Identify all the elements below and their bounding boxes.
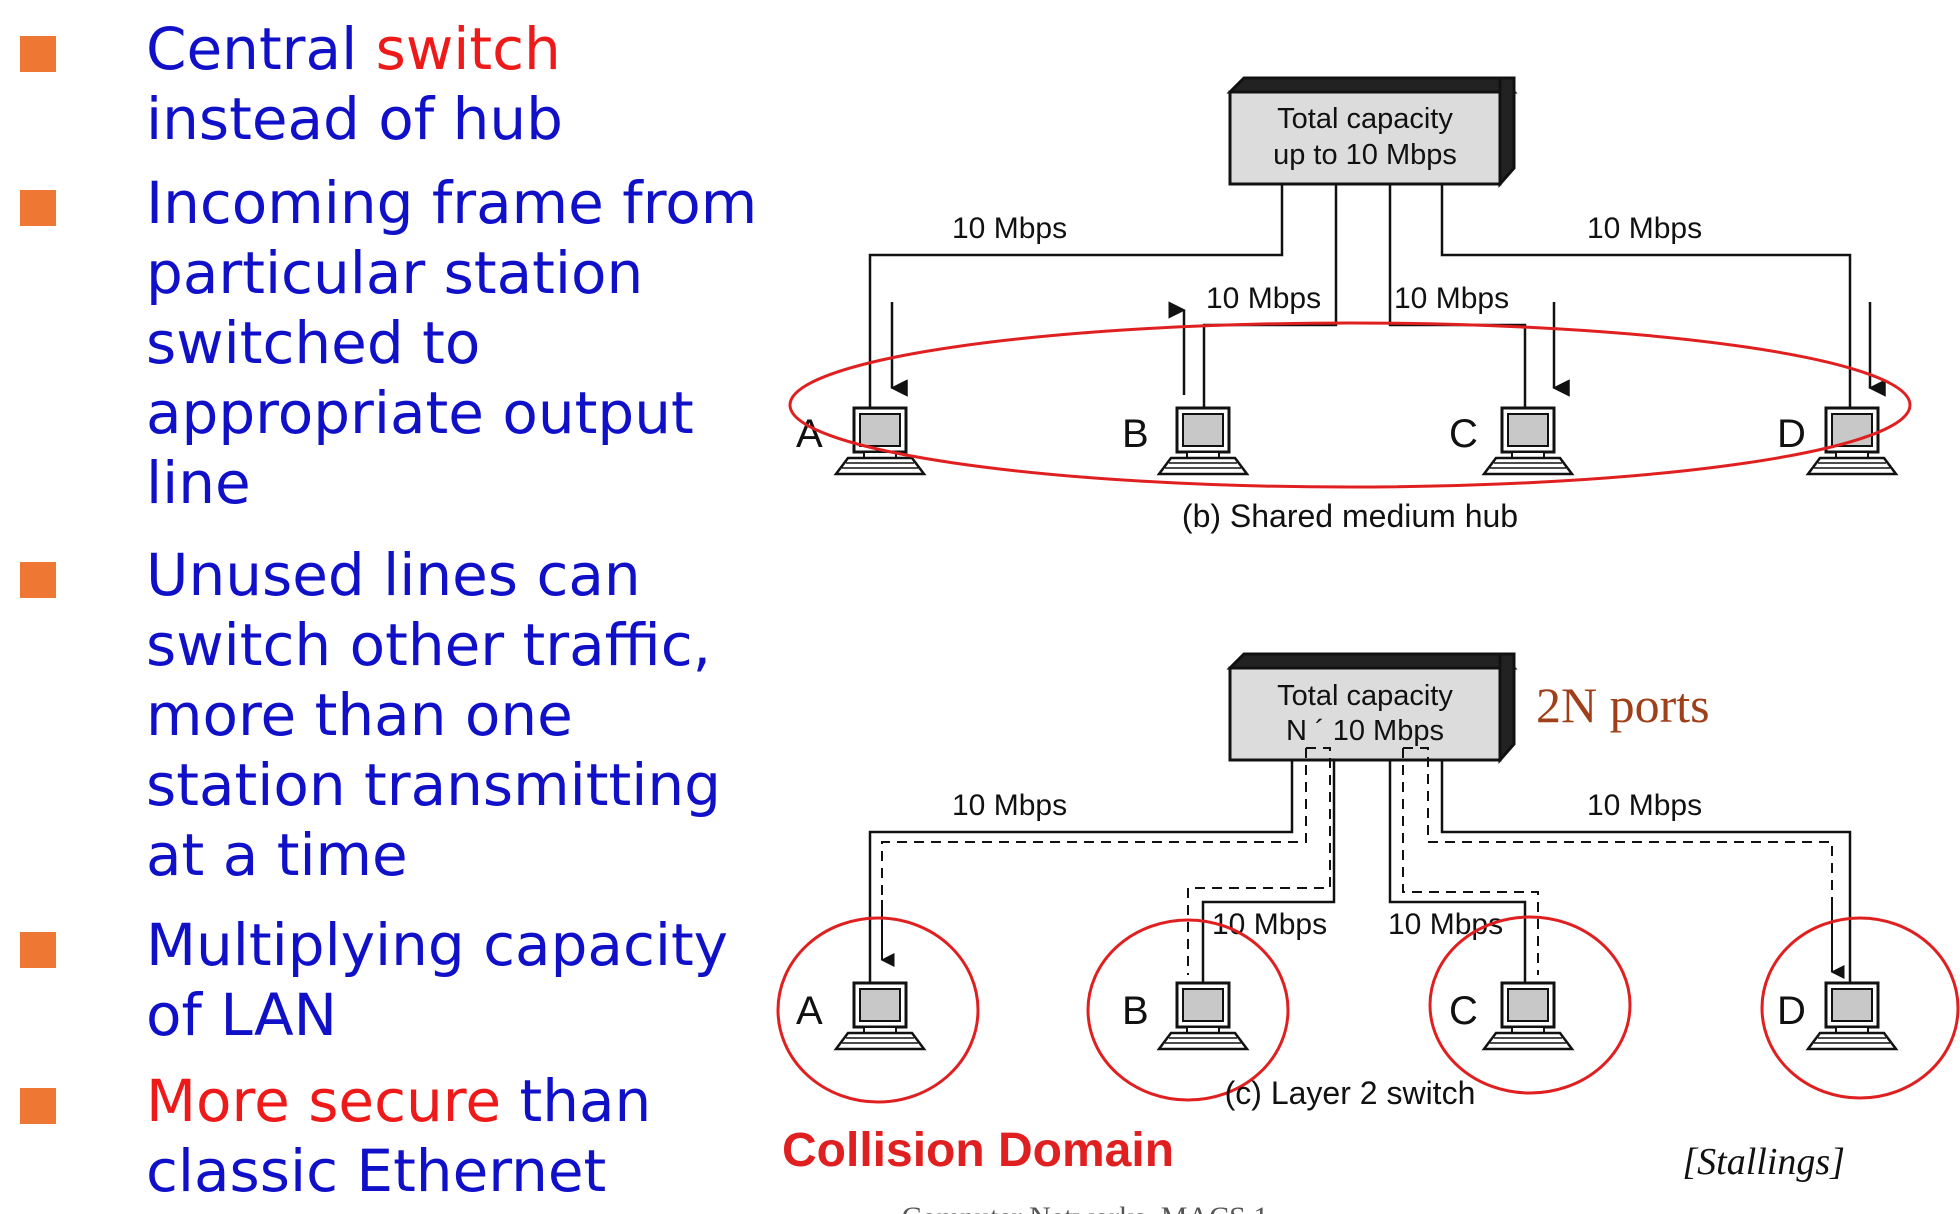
- bullet-text: particular station: [146, 239, 644, 307]
- computer-icon: [834, 981, 926, 1051]
- computer-icon: [1806, 981, 1898, 1051]
- bullet-text: line: [146, 449, 251, 517]
- bullet-text: of LAN: [146, 981, 338, 1049]
- bullet-line: station transmitting: [146, 750, 721, 820]
- collision-domain-ellipse: [788, 321, 1912, 489]
- bullet-line: at a time: [146, 820, 721, 890]
- node-label-c: C: [1449, 412, 1478, 456]
- hub-box-line2: up to 10 Mbps: [1273, 139, 1457, 171]
- node-label-d: D: [1777, 412, 1806, 456]
- link-label: 10 Mbps: [1388, 908, 1503, 941]
- switch-diagram: Total capacity N ´ 10 Mbps 2N ports 10 M…: [776, 652, 1960, 1111]
- computer-icon: [1157, 406, 1249, 476]
- link-label: 10 Mbps: [952, 789, 1067, 822]
- bullet-text: appropriate output: [146, 379, 694, 447]
- node-label-c: C: [1449, 989, 1478, 1033]
- bullet-line: Unused lines can: [146, 540, 721, 610]
- link-label: 10 Mbps: [1587, 789, 1702, 822]
- link-label: 10 Mbps: [1212, 908, 1327, 941]
- collision-domain-ellipse: [1086, 918, 1290, 1102]
- hub-diagram: Total capacity up to 10 Mbps 10 Mbps 10 …: [788, 76, 1912, 534]
- bullet-line: particular station: [146, 238, 757, 308]
- slide-footer: Computer Networks, MACS 1: [902, 1201, 1269, 1214]
- computer-icon: [1157, 981, 1249, 1051]
- collision-domain-ellipse: [1760, 916, 1960, 1100]
- ports-label: 2N ports: [1536, 677, 1710, 733]
- collision-domain-label: Collision Domain: [782, 1124, 1174, 1177]
- bullet-square-icon: [20, 36, 56, 72]
- bullet-line: more than one: [146, 680, 721, 750]
- bullet-square-icon: [20, 932, 56, 968]
- bullet-line: More secure than: [146, 1066, 651, 1136]
- bullet-line: of LAN: [146, 980, 728, 1050]
- bullet-square-icon: [20, 190, 56, 226]
- bullet-text-highlight: switch: [375, 15, 561, 83]
- bullet-text: Unused lines can: [146, 541, 641, 609]
- bullet-square-icon: [20, 1088, 56, 1124]
- bullet-text: more than one: [146, 681, 573, 749]
- bullet-list: Central switch instead of hub Incoming f…: [0, 0, 800, 1214]
- source-credit: [Stallings]: [1682, 1141, 1845, 1183]
- link-label: 10 Mbps: [952, 212, 1067, 245]
- bullet-text: classic Ethernet: [146, 1137, 607, 1205]
- hub-box-line1: Total capacity: [1277, 103, 1453, 135]
- bullet-text: than: [501, 1067, 652, 1135]
- bullet-square-icon: [20, 562, 56, 598]
- switch-links: [868, 760, 1852, 990]
- link-label: 10 Mbps: [1394, 282, 1509, 315]
- node-label-a: A: [796, 989, 823, 1033]
- hub-caption: (b) Shared medium hub: [1182, 498, 1518, 534]
- switch-caption: (c) Layer 2 switch: [1225, 1075, 1476, 1111]
- bullet-line: instead of hub: [146, 84, 563, 154]
- node-label-b: B: [1122, 989, 1149, 1033]
- node-label-b: B: [1122, 412, 1149, 456]
- bullet-line: switched to: [146, 308, 757, 378]
- switch-box-line2: N ´ 10 Mbps: [1286, 715, 1444, 747]
- bullet-text: instead of hub: [146, 85, 563, 153]
- hub-box: Total capacity up to 10 Mbps: [1226, 76, 1518, 188]
- node-label-d: D: [1777, 989, 1806, 1033]
- link-label: 10 Mbps: [1206, 282, 1321, 315]
- bullet-line: Central switch: [146, 14, 563, 84]
- collision-domain-ellipse: [776, 916, 980, 1104]
- bullet-line: Incoming frame from: [146, 168, 757, 238]
- collision-domain-ellipse: [1428, 915, 1632, 1095]
- computer-icon: [1482, 406, 1574, 476]
- bullet-line: appropriate output: [146, 378, 757, 448]
- computer-icon: [1482, 981, 1574, 1051]
- bullet-text: Incoming frame from: [146, 169, 758, 237]
- link-label: 10 Mbps: [1587, 212, 1702, 245]
- bullet-text: at a time: [146, 821, 408, 889]
- bullet-text: switch other traffic,: [146, 611, 712, 679]
- bullet-line: Multiplying capacity: [146, 910, 728, 980]
- bullet-line: switch other traffic,: [146, 610, 721, 680]
- bullet-text: switched to: [146, 309, 481, 377]
- bullet-text: station transmitting: [146, 751, 721, 819]
- bullet-line: line: [146, 448, 757, 518]
- bullet-text-highlight: More secure: [146, 1067, 502, 1135]
- bullet-text: Central: [146, 15, 376, 83]
- switch-paths: [881, 747, 1833, 975]
- bullet-text: Multiplying capacity: [146, 911, 729, 979]
- switch-box-line1: Total capacity: [1277, 680, 1453, 712]
- switch-box: Total capacity N ´ 10 Mbps: [1226, 652, 1518, 764]
- bullet-line: classic Ethernet: [146, 1136, 651, 1206]
- node-label-a: A: [796, 412, 823, 456]
